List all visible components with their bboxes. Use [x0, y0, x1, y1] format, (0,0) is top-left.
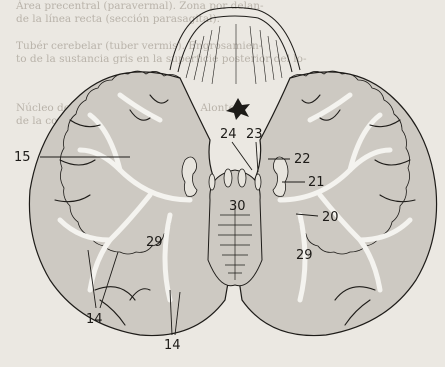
label-14-center: 14: [164, 338, 181, 353]
label-15: 15: [14, 150, 31, 165]
vermis: [208, 170, 262, 286]
leader-23: [256, 142, 258, 172]
label-30: 30: [229, 199, 246, 214]
label-21: 21: [308, 175, 325, 190]
label-14-left: 14: [86, 312, 103, 327]
label-23: 23: [246, 127, 263, 142]
label-24: 24: [220, 127, 237, 142]
label-20: 20: [322, 210, 339, 225]
leader-24: [232, 142, 252, 170]
fourth-ventricle: [226, 98, 250, 120]
label-22: 22: [294, 152, 311, 167]
ventricle-roof: [170, 8, 300, 85]
label-29-left: 29: [146, 235, 163, 250]
label-29-right: 29: [296, 248, 313, 263]
right-hemisphere: [236, 72, 437, 336]
